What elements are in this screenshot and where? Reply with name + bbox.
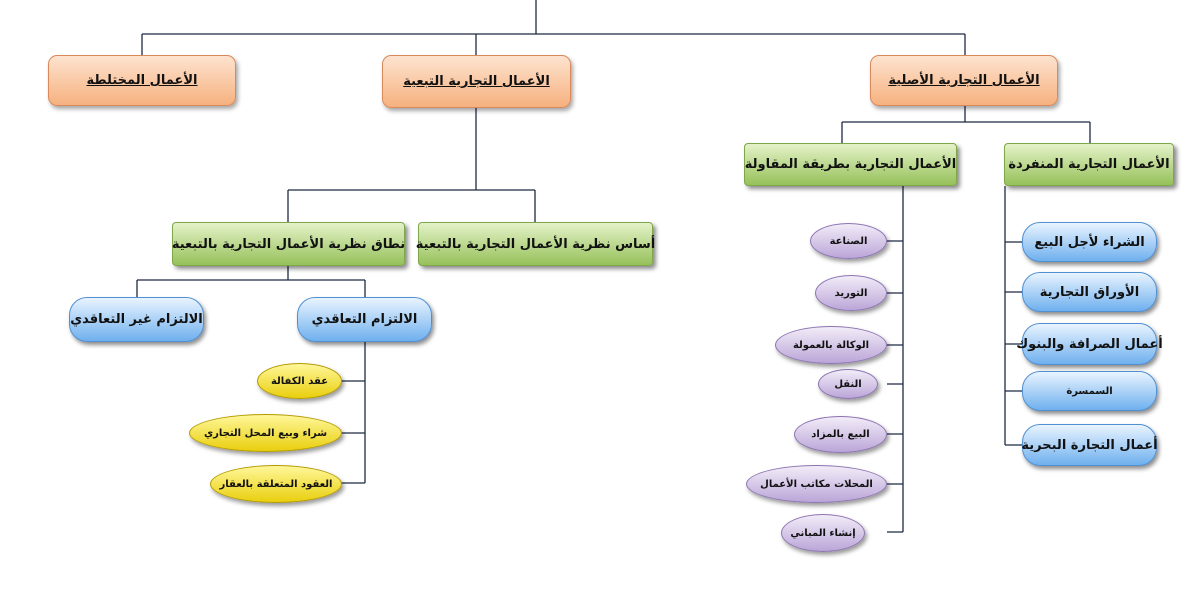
contracting-item: الصناعة [810, 223, 887, 259]
contracting-item: الوكالة بالعمولة [775, 326, 887, 364]
node-scope: نطاق نظرية الأعمال التجارية بالتبعية [172, 222, 405, 266]
contractual-item: شراء وبيع المحل التجاري [189, 414, 342, 452]
contracting-item: المحلات مكاتب الأعمال [746, 465, 887, 503]
contracting-item: البيع بالمزاد [794, 416, 887, 453]
node-original: الأعمال التجارية الأصلية [870, 55, 1058, 106]
node-mixed: الأعمال المختلطة [48, 55, 236, 106]
node-ancillary: الأعمال التجارية التبعية [382, 55, 571, 108]
individual-item: الأوراق التجارية [1022, 272, 1157, 312]
individual-item: أعمال التجارة البحرية [1021, 424, 1158, 466]
node-contractual: الالتزام التعاقدي [297, 297, 432, 342]
node-contracting: الأعمال التجارية بطريقة المقاولة [744, 143, 957, 186]
contractual-item: عقد الكفالة [257, 363, 342, 399]
node-individual: الأعمال التجارية المنفردة [1004, 143, 1174, 186]
node-noncontractual: الالتزام غير التعاقدي [69, 297, 204, 342]
individual-item: الشراء لأجل البيع [1022, 222, 1157, 262]
node-basis: أساس نظرية الأعمال التجارية بالتبعية [416, 222, 655, 266]
contracting-item: النقل [818, 369, 878, 399]
individual-item: أعمال الصرافة والبنوك [1016, 323, 1163, 365]
contracting-item: التوريد [815, 275, 887, 311]
contracting-item: إنشاء المباني [781, 514, 865, 552]
contractual-item: العقود المتعلقة بالعقار [210, 465, 342, 503]
individual-item: السمسرة [1022, 371, 1157, 411]
